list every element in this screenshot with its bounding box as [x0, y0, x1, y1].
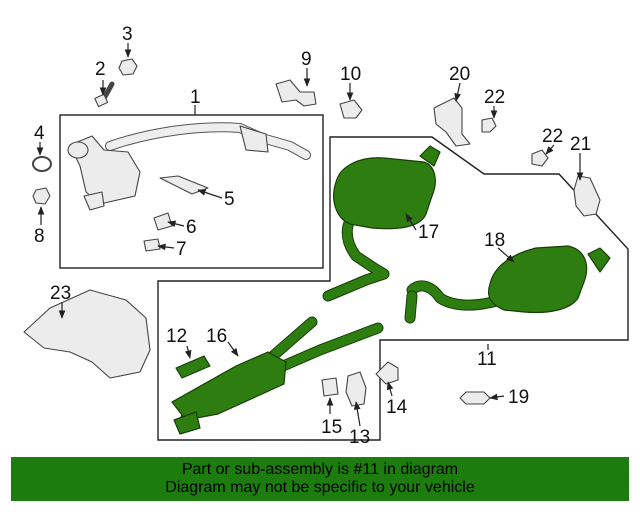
- clip-part-6: [153, 212, 173, 231]
- callout-21: 21: [570, 134, 591, 155]
- callout-22-b: 22: [542, 126, 563, 147]
- callout-20: 20: [449, 64, 470, 85]
- bracket-part-21: [573, 175, 601, 217]
- callout-13: 13: [349, 427, 370, 448]
- banner-line-1: Part or sub-assembly is #11 in diagram: [181, 461, 459, 478]
- bolt-part-14: [375, 361, 399, 385]
- callout-11: 11: [477, 349, 497, 370]
- exhaust-assembly-11: [171, 145, 611, 435]
- heat-shield-part-23: [23, 289, 151, 379]
- nut-part-8: [32, 187, 51, 205]
- isolator-part-19: [459, 391, 491, 405]
- callout-19: 19: [508, 387, 529, 408]
- exhaust-system-diagram: 1 2 3 4 5 6 7 8 9 10 11 12 13 14 15 16 1…: [23, 24, 629, 448]
- bracket-part-15: [321, 377, 339, 397]
- callout-6: 6: [186, 217, 197, 238]
- gasket-part-4: [32, 156, 52, 172]
- callout-3: 3: [122, 24, 133, 45]
- bolt-part-2: [94, 81, 115, 108]
- assembly-1-frame: [59, 114, 324, 269]
- banner-line-2: Diagram may not be specific to your vehi…: [165, 479, 475, 496]
- callout-8: 8: [34, 226, 45, 247]
- callout-10: 10: [340, 64, 361, 85]
- nut-part-3: [118, 58, 138, 76]
- callout-5: 5: [224, 189, 235, 210]
- callout-23: 23: [50, 283, 71, 304]
- callout-2: 2: [95, 59, 106, 80]
- callout-14: 14: [386, 397, 408, 418]
- clamp-part-7: [143, 238, 161, 252]
- clamp-part-13: [345, 371, 367, 407]
- callout-17: 17: [418, 222, 439, 243]
- isolator-part-10: [339, 99, 363, 119]
- hanger-part-9: [275, 79, 317, 107]
- leader-lines: [36, 43, 584, 427]
- callout-9: 9: [301, 49, 312, 70]
- callout-1: 1: [190, 87, 201, 108]
- bolt-part-22-b: [531, 149, 549, 167]
- front-pipe-catalytic-converter: [67, 122, 311, 211]
- callout-15: 15: [321, 417, 342, 438]
- bolt-part-22-a: [481, 117, 497, 133]
- callout-7: 7: [176, 239, 187, 260]
- bracket-part-20: [433, 97, 471, 147]
- info-banner: Part or sub-assembly is #11 in diagram D…: [11, 457, 629, 501]
- callout-16: 16: [206, 326, 227, 347]
- heat-shield-part-5: [159, 175, 209, 195]
- callout-18: 18: [484, 230, 505, 251]
- callout-12: 12: [166, 326, 187, 347]
- callout-22-a: 22: [484, 87, 505, 108]
- callout-4: 4: [34, 123, 45, 144]
